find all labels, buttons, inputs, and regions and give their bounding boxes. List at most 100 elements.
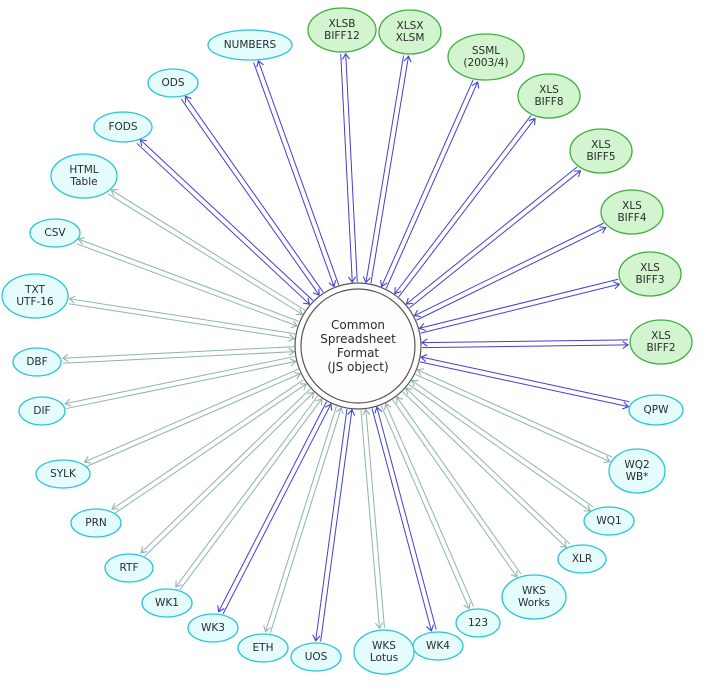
edge-xls-biff2 — [420, 338, 630, 350]
node-dbf: DBF — [12, 347, 62, 377]
node-label-xls-biff5: XLS — [591, 139, 611, 151]
node-label-wq2: WQ2 — [624, 459, 649, 471]
node-label-dbf: DBF — [26, 356, 47, 368]
node-label-xls-biff3: XLS — [640, 262, 660, 274]
edge-wks-lotus — [360, 408, 385, 630]
edge-txt — [68, 295, 296, 342]
edge-xls-biff4 — [413, 222, 607, 321]
node-label-wks-works: WKS — [522, 585, 546, 597]
edge-html-table — [108, 189, 306, 316]
node-label-xlr: XLR — [572, 553, 592, 565]
center-node-label: Spreadsheet — [320, 332, 396, 346]
node-label-ssml: SSML — [472, 45, 500, 57]
center-node-label: Common — [331, 318, 385, 332]
node-label-wks-lotus: WKS — [372, 640, 396, 652]
edge-fods — [136, 138, 314, 305]
node-wq1: WQ1 — [583, 506, 635, 536]
node-prn: PRN — [70, 508, 122, 538]
node-label-wq2: WB* — [626, 471, 649, 483]
edge-qpw — [419, 354, 630, 410]
node-label-rtf: RTF — [120, 562, 139, 574]
node-label-qpw: QPW — [644, 404, 670, 416]
node-ods: ODS — [147, 68, 199, 98]
node-label-xlsb: XLSB — [329, 18, 356, 30]
edge-wk1 — [175, 395, 323, 591]
edge-wq2 — [415, 368, 613, 464]
node-label-xls-biff2: BIFF2 — [646, 342, 675, 354]
node-qpw: QPW — [628, 394, 684, 426]
node-xlr: XLR — [557, 544, 607, 574]
node-label-wk3: WK3 — [201, 622, 225, 634]
node-label-sylk: SYLK — [50, 468, 77, 480]
edge-prn — [111, 379, 308, 514]
node-label-xls-biff5: BIFF5 — [586, 151, 615, 163]
node-label-xlsx: XLSM — [396, 32, 425, 44]
node-label-ods: ODS — [161, 77, 184, 89]
node-label-xls-biff4: BIFF4 — [617, 212, 646, 224]
edge-xlsx — [362, 55, 412, 284]
node-label-numbers: NUMBERS — [224, 39, 277, 51]
node-label-wks-lotus: Lotus — [370, 652, 398, 664]
node-label-wk4: WK4 — [426, 640, 450, 652]
node-label-dif: DIF — [33, 405, 50, 417]
edge-rtf — [140, 388, 315, 557]
node-label-txt: UTF-16 — [16, 296, 54, 308]
center-node-label: (JS object) — [327, 360, 388, 374]
node-label-xlsx: XLSX — [397, 20, 424, 32]
edge-uos — [312, 408, 356, 642]
node-fods: FODS — [93, 111, 153, 143]
node-ssml: SSML(2003/4) — [447, 33, 525, 81]
center-node-label: Format — [337, 346, 380, 360]
node-rtf: RTF — [104, 553, 154, 583]
edge-numbers — [253, 60, 340, 288]
edge-xlsb — [340, 52, 358, 284]
edge-csv — [76, 237, 300, 328]
edge-ssml — [379, 79, 480, 289]
node-label-xls-biff3: BIFF3 — [635, 274, 664, 286]
edge-wk3 — [217, 401, 333, 615]
node-label-wq1: WQ1 — [596, 515, 621, 527]
node-csv: CSV — [29, 218, 81, 248]
node-label-xls-biff8: BIFF8 — [534, 96, 563, 108]
node-uos: UOS — [290, 642, 342, 672]
node-label-xls-biff4: XLS — [622, 200, 642, 212]
node-label-uos: UOS — [305, 651, 328, 663]
edge-ods — [180, 95, 324, 296]
edge-wks-works — [392, 396, 522, 578]
edge-xls-biff3 — [418, 278, 621, 334]
edge-dif — [64, 355, 297, 410]
edge-eth — [263, 406, 344, 634]
node-wk1: WK1 — [141, 588, 193, 618]
edge-wk4 — [371, 406, 437, 632]
node-label-xls-biff2: XLS — [651, 330, 671, 342]
node-wk3: WK3 — [187, 613, 239, 643]
node-l123: 123 — [455, 608, 501, 638]
node-label-prn: PRN — [85, 517, 106, 529]
node-label-eth: ETH — [253, 642, 274, 654]
node-sylk: SYLK — [35, 459, 91, 489]
edge-sylk — [83, 368, 302, 467]
node-wk4: WK4 — [412, 631, 464, 661]
edge-xls-biff8 — [394, 115, 536, 297]
node-dif: DIF — [18, 396, 66, 426]
node-label-ssml: (2003/4) — [463, 57, 508, 69]
node-label-html-table: Table — [69, 176, 97, 188]
edge-wq1 — [408, 379, 594, 512]
node-numbers: NUMBERS — [207, 29, 293, 61]
edge-xlr — [402, 387, 571, 549]
edge-xls-biff5 — [405, 166, 582, 309]
